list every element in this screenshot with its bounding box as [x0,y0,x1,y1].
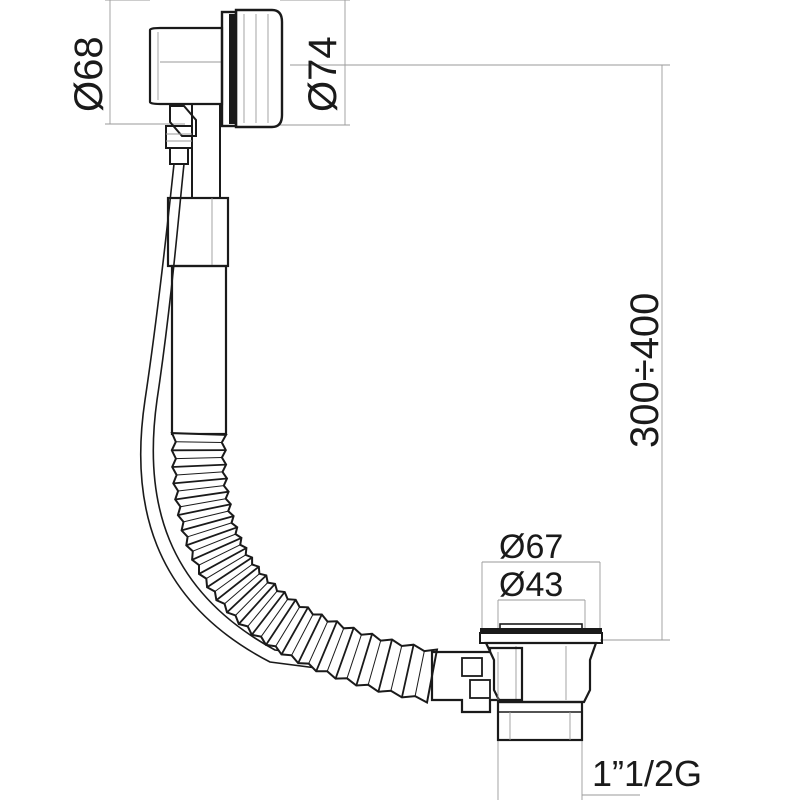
hose-corrugation-ring [175,441,222,443]
hose-corrugation-ring [173,477,228,485]
hose-corrugation-ring [275,606,301,647]
hose-outline [170,432,439,705]
hose-corrugation-ring [192,533,236,552]
hose-corrugation-ring [181,515,234,532]
hose-corrugation-ring [291,614,314,656]
hose-corrugation-ring [177,503,231,516]
hose-corrugation-ring [175,457,222,460]
hose-corrugation-ring [297,614,323,664]
corrugated-hose [170,432,439,705]
hose-corrugation-ring [414,650,425,697]
hose-corrugation-ring [401,644,415,698]
hose-corrugation-ring [226,574,267,614]
dimension-lines [105,0,670,800]
hose-corrugation-ring [280,606,309,655]
dim-waste-flange-outer: Ø67 [499,528,563,566]
hose-corrugation-ring [214,564,253,592]
dim-waste-flange-inner: Ø43 [499,566,563,604]
hose-corrugation-ring [183,510,229,523]
hose-corrugation-ring [215,565,260,601]
hose-corrugation-ring [206,556,253,589]
hose-corrugation-ring [247,590,278,627]
hose-corrugation-ring [355,633,373,686]
hose-corrugation-ring [367,640,382,685]
hose-corrugation-ring [315,620,338,672]
hose-corrugation-ring [326,628,345,672]
dim-overflow-head-cap: Ø74 [301,36,345,112]
dim-overflow-head-outer: Ø68 [67,36,111,112]
hose-corrugation-ring [238,583,276,625]
dim-height-range: 300÷400 [623,293,667,448]
hose-corrugation-ring [198,544,241,566]
overflow-head [148,8,284,199]
hose-corrugation-ring [185,526,238,547]
hose-corrugation-ring [198,547,247,575]
hose-corrugation-ring [180,498,226,508]
hose-corrugation-ring [172,463,227,468]
hose-corrugation-ring [191,537,242,561]
hose-corrugation-ring [308,621,329,664]
hose-corrugation-ring [224,573,260,605]
hose-corrugation-ring [206,554,246,580]
hose-corrugation-ring [334,627,355,679]
hose-corrugation-ring [251,591,286,636]
hose-corrugation-ring [260,598,289,637]
cable-fitting [165,105,197,165]
hose-corrugation-ring [346,634,362,679]
hose-corrugation-ring [265,599,297,646]
hose-corrugation-ring [187,522,232,538]
control-cable [139,163,411,681]
dimension-labels: Ø68 Ø74 300÷400 Ø67 Ø43 1”1/2G [67,36,702,794]
hose-corrugation-ring [178,485,224,492]
dim-outlet-thread: 1”1/2G [592,753,702,794]
hose-corrugation-ring [235,582,269,616]
hose-corrugation-ring [377,639,393,692]
hose-corrugation-ring [176,471,223,476]
hose-corrugation-ring [390,645,403,691]
hose-corrugation-ring [175,490,229,501]
waste-body [430,623,603,742]
